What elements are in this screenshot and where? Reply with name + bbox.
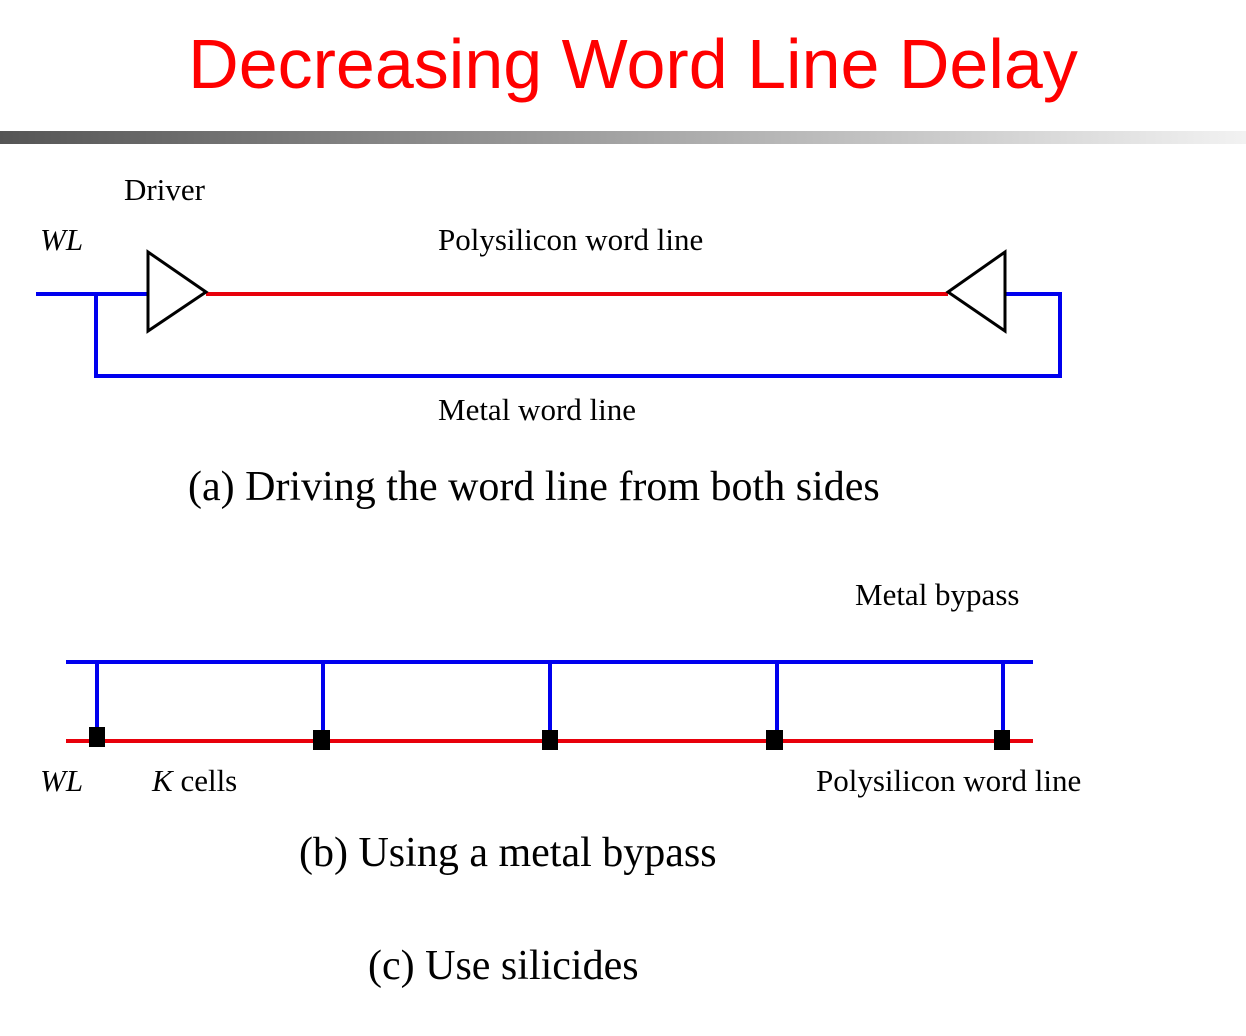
contact-3 <box>542 730 558 750</box>
diagram-a <box>36 249 1062 378</box>
wl-label-b: WL <box>40 763 84 798</box>
slide-title: Decreasing Word Line Delay <box>188 25 1078 103</box>
k-variable: K <box>152 763 173 798</box>
metal-bypass-label: Metal bypass <box>855 577 1020 612</box>
contact-4 <box>766 730 783 750</box>
diagram-b <box>66 660 1033 750</box>
left-driver-icon <box>146 249 209 334</box>
metal-word-line <box>94 292 1062 378</box>
contact-5 <box>994 730 1010 750</box>
right-driver-icon <box>945 249 1007 334</box>
metal-word-line-label: Metal word line <box>438 392 637 427</box>
title-divider <box>0 131 1246 144</box>
caption-c: (c) Use silicides <box>368 943 639 989</box>
caption-a: (a) Driving the word line from both side… <box>188 464 880 510</box>
k-cells-label: K cells <box>152 763 237 799</box>
polysilicon-label-b: Polysilicon word line <box>816 763 1082 798</box>
contact-2 <box>313 730 330 750</box>
contact-1 <box>89 727 105 747</box>
polysilicon-label-a: Polysilicon word line <box>438 222 704 257</box>
wl-label-a: WL <box>40 222 84 257</box>
caption-b: (b) Using a metal bypass <box>299 830 717 876</box>
cells-text: cells <box>172 763 238 798</box>
driver-label: Driver <box>124 172 205 207</box>
